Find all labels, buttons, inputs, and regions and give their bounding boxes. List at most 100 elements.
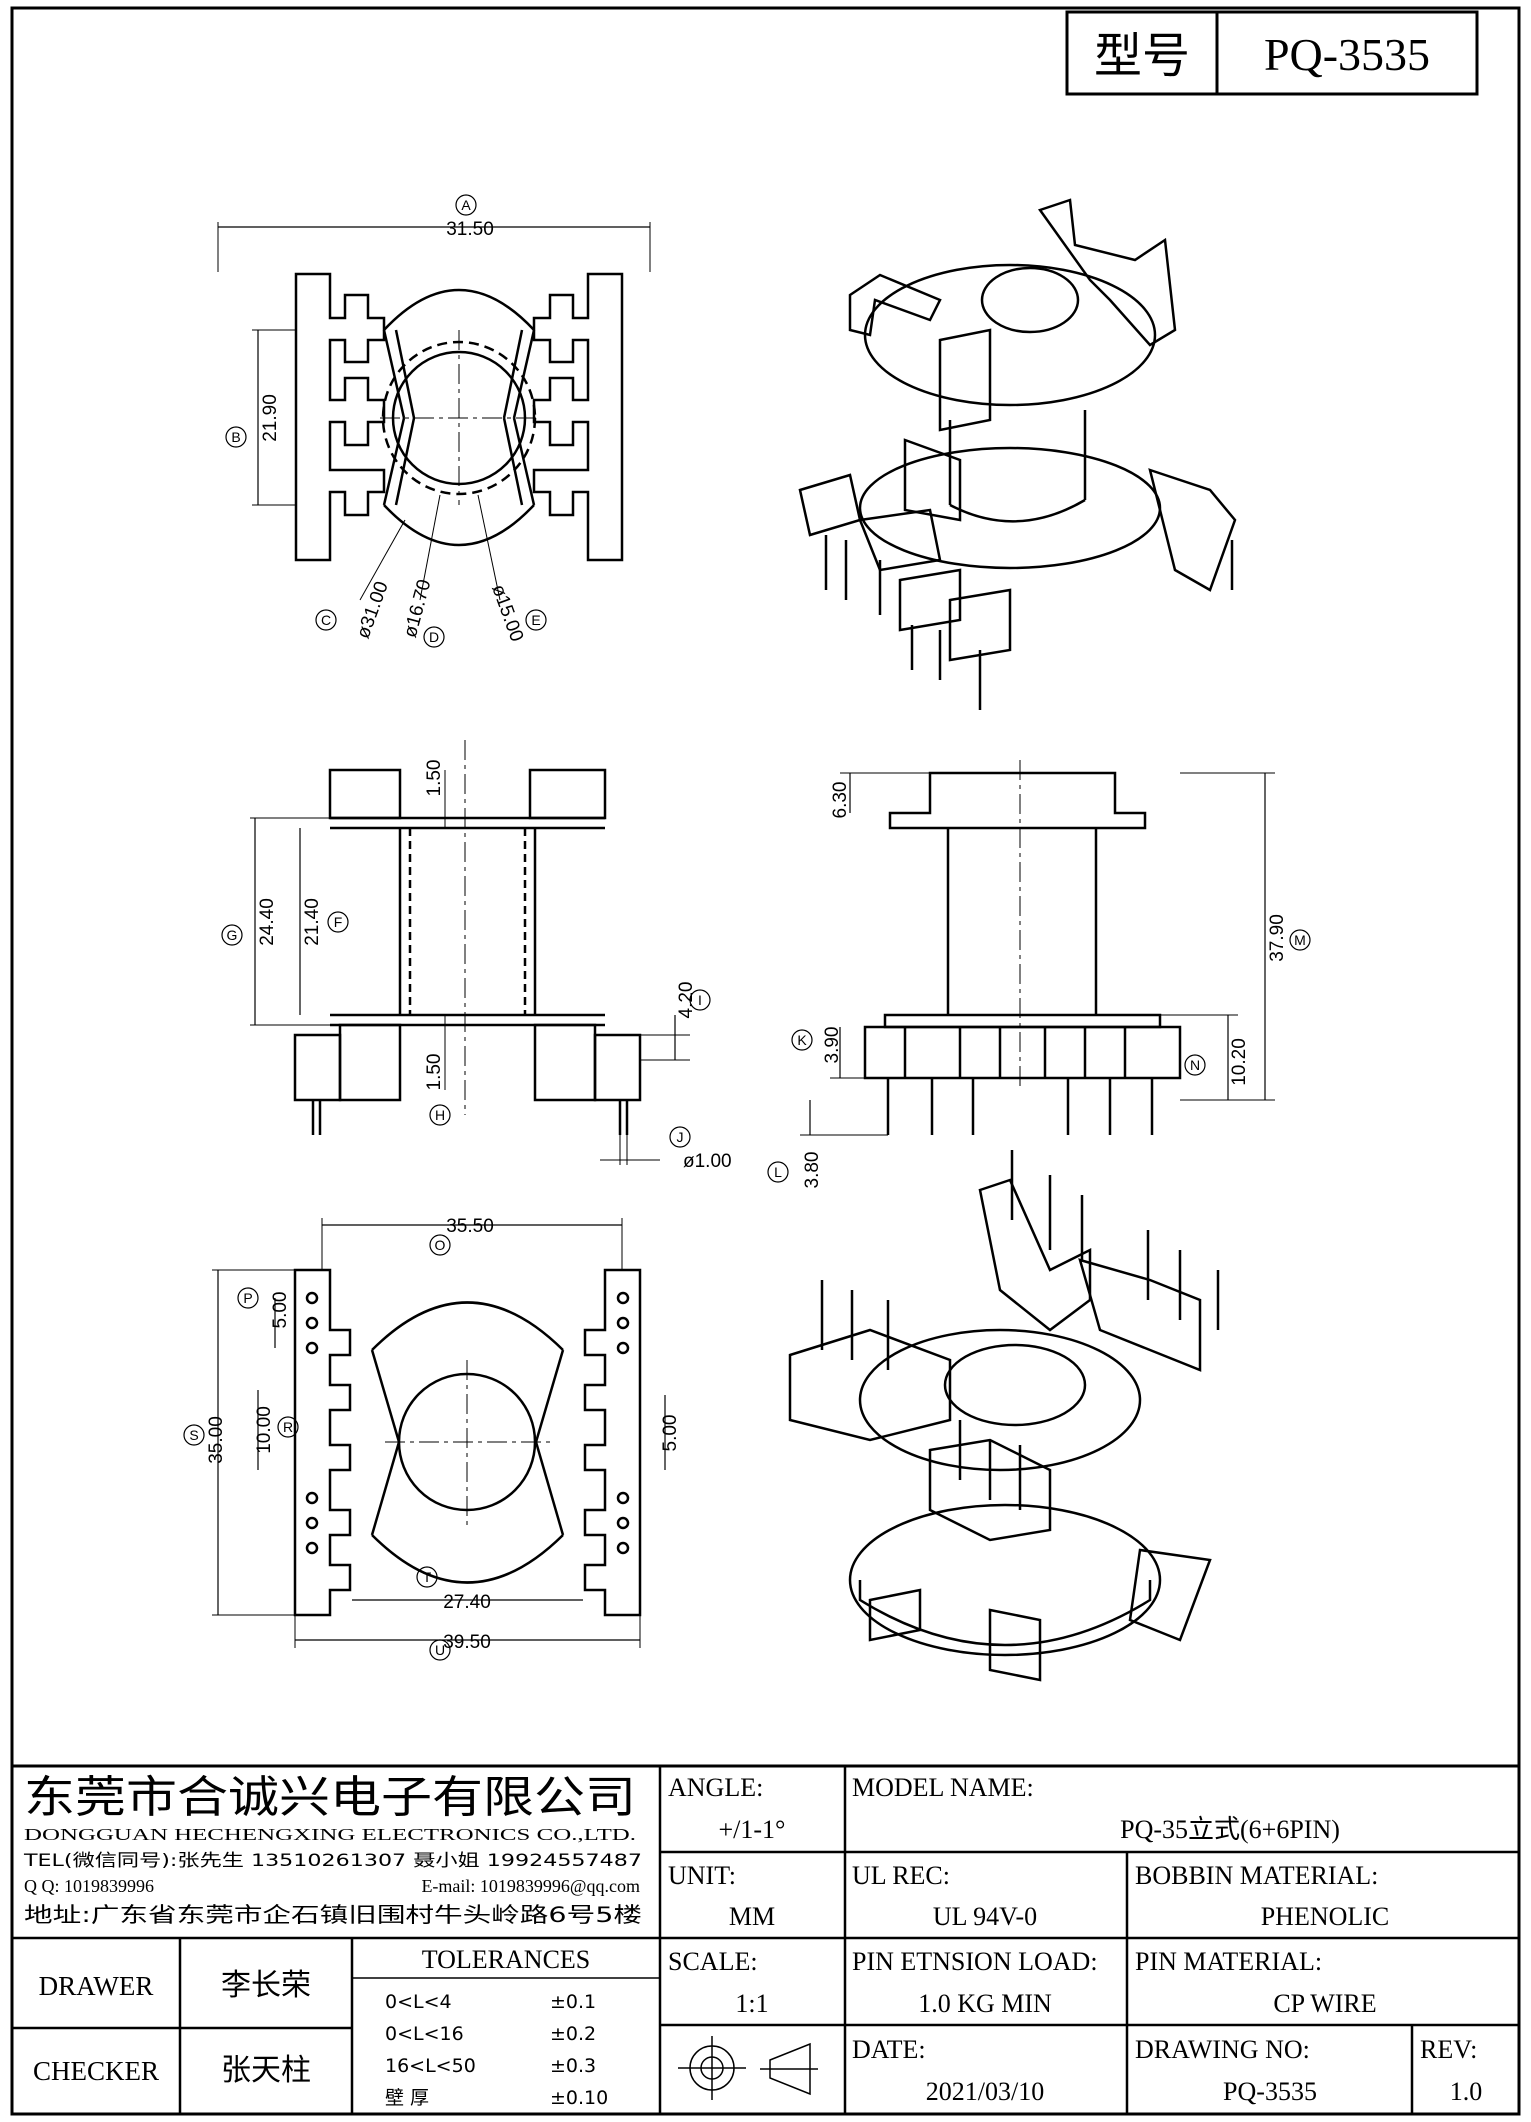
company-info: 东莞市合诚兴电子有限公司 DONGGUAN HECHENGXING ELECTR… [23,1772,642,1927]
dim-U-value: 39.50 [443,1632,491,1653]
model-name-label: MODEL NAME: [852,1773,1034,1802]
drawer-name: 李长荣 [221,1968,311,2003]
unit-value: MM [729,1902,775,1931]
marker-U: U [429,1639,451,1661]
dim-F-value: 21.40 [302,898,323,946]
model-label: 型号 [1094,28,1190,84]
side-view [800,760,1275,1136]
front-view [250,740,690,1165]
dim-pin-gap-value: 5.00 [660,1415,681,1452]
svg-text:±0.2: ±0.2 [550,2023,596,2045]
marker-L: L [767,1161,789,1183]
rev-label: REV: [1420,2035,1477,2064]
svg-text:0<L<16: 0<L<16 [385,2023,464,2045]
marker-P: P [237,1287,259,1309]
dim-top-right-value: 6.30 [830,782,851,819]
model-value: PQ-3535 [1264,29,1430,80]
angle-label: ANGLE: [668,1773,763,1802]
dim-E-value: ø15.00 [487,582,527,645]
sheet-border [10,6,1521,2116]
tolerances-table: TOLERANCES 0<L<4 ±0.1 0<L<16 ±0.2 16<L<5… [385,1945,608,2109]
reference-markers: A B C D E F G H I J K L M N O P R S T U [183,194,1311,1661]
svg-text:D: D [429,629,439,645]
svg-text:N: N [1190,1057,1200,1073]
bobbin-material-value: PHENOLIC [1261,1902,1390,1931]
bobbin-material-label: BOBBIN MATERIAL: [1135,1861,1378,1890]
dim-top-flange-value: 1.50 [424,760,445,797]
dim-I-value: 4.20 [676,982,697,1019]
company-tel: TEL(微信同号):张先生 13510261307 聂小姐 1992455748… [23,1851,642,1871]
marker-J: J [669,1126,691,1148]
dim-M-value: 37.90 [1267,914,1288,962]
marker-G: G [221,924,243,946]
title-block [12,1764,1519,2114]
svg-text:U: U [435,1642,445,1658]
marker-B: B [225,426,247,448]
svg-text:J: J [677,1129,684,1145]
svg-text:C: C [321,612,331,628]
dim-J-value: ø1.00 [683,1151,732,1172]
tolerances-title: TOLERANCES [422,1945,591,1974]
marker-S: S [183,1424,205,1446]
svg-text:R: R [283,1419,293,1435]
top-view [217,222,651,601]
dim-T-value: 27.40 [443,1592,491,1613]
svg-text:P: P [243,1290,252,1306]
marker-C: C [315,609,337,631]
marker-D: D [423,626,445,648]
pin-material-value: CP WIRE [1273,1989,1376,2018]
pin-material-label: PIN MATERIAL: [1135,1947,1322,1976]
svg-text:H: H [435,1107,445,1123]
scale-value: 1:1 [735,1989,768,2018]
dim-L-value: 3.80 [802,1152,823,1189]
tolerance-row: 0<L<4 ±0.1 [385,1991,596,2013]
unit-label: UNIT: [668,1861,736,1890]
svg-text:I: I [698,992,702,1008]
title-block-fields: ANGLE: +/1-1° MODEL NAME: PQ-35立式(6+6PIN… [668,1773,1482,2106]
marker-E: E [525,609,547,631]
company-name-en: DONGGUAN HECHENGXING ELECTRONICS CO.,LTD… [24,1825,636,1844]
checker-name: 张天柱 [221,2053,311,2088]
dimension-labels: 31.50 21.90 ø31.00 ø16.70 ø15.00 1.50 24… [206,219,1288,1653]
ul-rec-label: UL REC: [852,1861,950,1890]
date-label: DATE: [852,2035,926,2064]
svg-text:0<L<4: 0<L<4 [385,1991,452,2013]
dim-P-value: 5.00 [270,1292,291,1329]
ul-rec-value: UL 94V-0 [933,1902,1037,1931]
svg-text:±0.10: ±0.10 [550,2087,608,2109]
isometric-view-bottom [788,1150,1220,1682]
svg-text:±0.3: ±0.3 [550,2055,596,2077]
company-email: E-mail: 1019839996@qq.com [421,1876,640,1896]
signoff: DRAWER 李长荣 CHECKER 张天柱 [33,1968,311,2088]
company-qq: Q Q: 1019839996 [24,1876,154,1896]
dim-N-value: 10.20 [1229,1038,1250,1086]
svg-text:16<L<50: 16<L<50 [385,2055,476,2077]
pin-load-label: PIN ETNSION LOAD: [852,1947,1098,1976]
svg-text:F: F [334,914,343,930]
angle-value: +/1-1° [719,1815,786,1844]
svg-text:±0.1: ±0.1 [550,1991,596,2013]
svg-text:B: B [231,429,240,445]
drawer-label: DRAWER [39,1971,154,2001]
marker-R: R [277,1416,299,1438]
tolerance-row: 16<L<50 ±0.3 [385,2055,596,2077]
dim-K-value: 3.90 [822,1027,843,1064]
company-name-cn: 东莞市合诚兴电子有限公司 [24,1772,636,1823]
svg-text:T: T [423,1569,432,1585]
drawing-no-value: PQ-3535 [1223,2077,1317,2106]
marker-N: N [1184,1054,1206,1076]
dim-O-value: 35.50 [446,1216,494,1237]
projection-symbol [678,2036,818,2100]
svg-text:G: G [227,927,238,943]
marker-H: H [429,1104,451,1126]
marker-M: M [1289,929,1311,951]
drawing-no-label: DRAWING NO: [1135,2035,1310,2064]
svg-text:L: L [774,1164,782,1180]
tolerance-row: 壁 厚 ±0.10 [385,2087,608,2109]
date-value: 2021/03/10 [926,2077,1044,2106]
model-name-value: PQ-35立式(6+6PIN) [1120,1815,1340,1844]
marker-I: I [689,989,711,1011]
marker-F: F [327,911,349,933]
marker-K: K [791,1029,813,1051]
